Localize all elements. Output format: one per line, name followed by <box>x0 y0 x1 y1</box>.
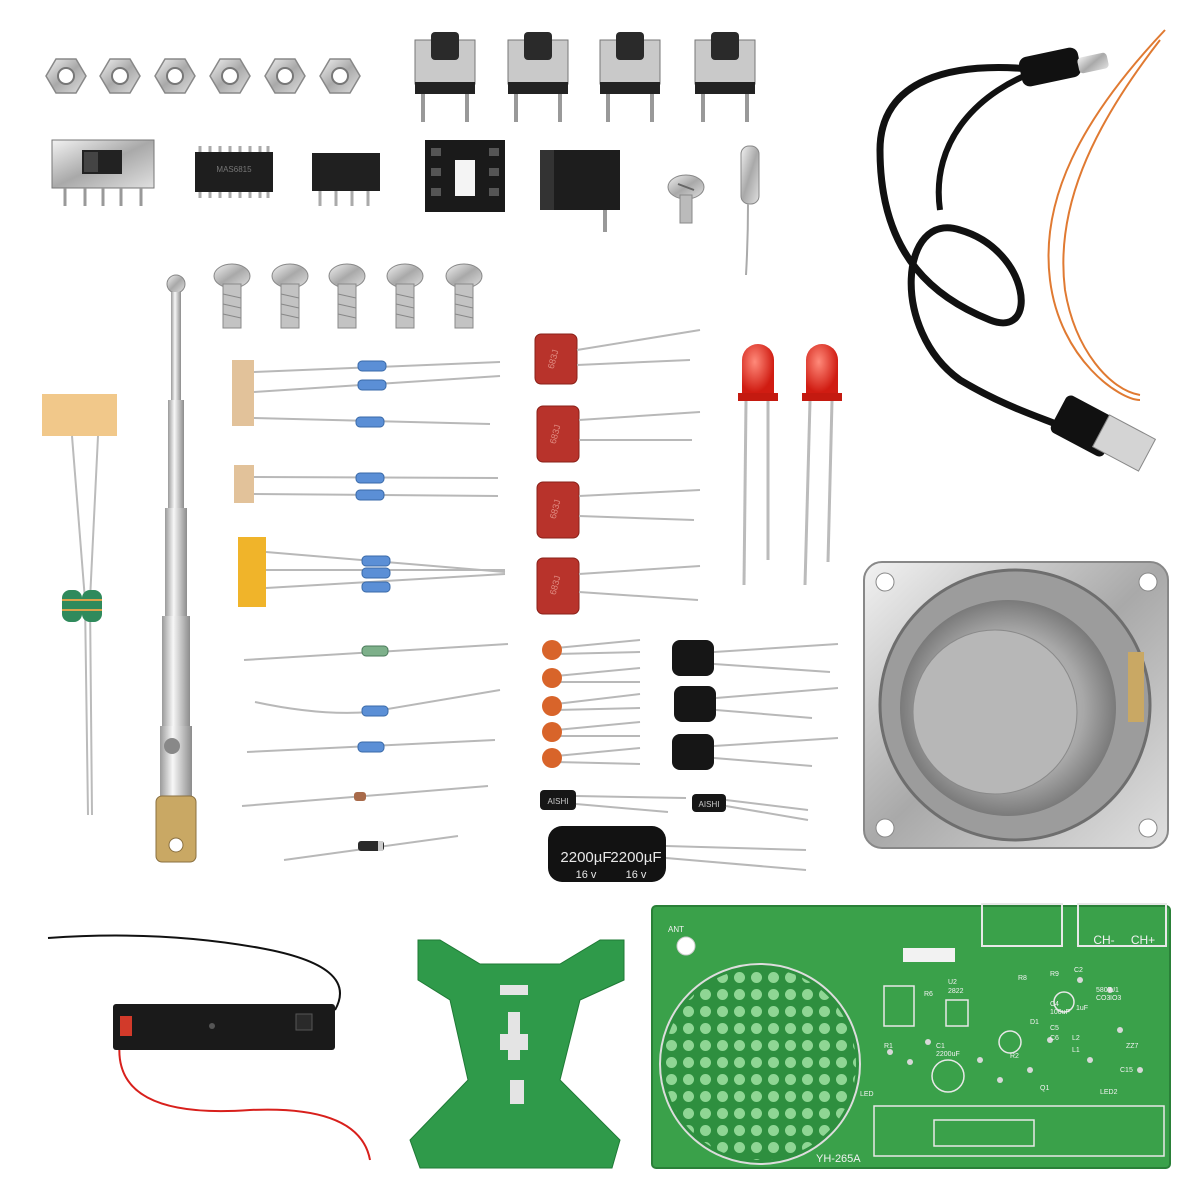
pcb-model-label: YH-265A <box>816 1153 861 1165</box>
red-leds <box>738 344 842 586</box>
pcb-silk-c2: C2 <box>1074 967 1083 974</box>
pcb-channel-minus: CH- <box>1093 933 1114 947</box>
pcb-silk-d1: D1 <box>1030 1019 1039 1026</box>
film-cap-marking: 683J <box>548 498 563 519</box>
pcb-silk-u1: U1 <box>1110 987 1119 994</box>
pcb-silk-5807: 5807 <box>1096 987 1112 994</box>
speaker <box>863 561 1169 849</box>
telescopic-antenna <box>155 274 197 863</box>
pcb-silk-2200uf: 2200uF <box>936 1051 960 1058</box>
main-pcb: CH- CH+ ANT U2 2822 LED R1 R2 R6 R8 R9 C… <box>651 903 1171 1169</box>
machine-screws <box>213 263 483 329</box>
capacitance-label: 2200µF <box>610 849 661 866</box>
usb-power-cable <box>876 47 1157 472</box>
tactile-buttons <box>414 32 756 122</box>
small-screw <box>667 174 705 224</box>
ic-marking: MAS6815 <box>216 165 252 174</box>
battery-holder <box>47 934 371 1161</box>
tape-wrapped-inductor <box>42 394 117 816</box>
electrolytic-marking: AISHI <box>548 797 569 806</box>
loose-resistors <box>243 643 509 753</box>
electrolytic-marking: AISHI <box>699 800 720 809</box>
pcb-silk-u2: U2 <box>948 979 957 986</box>
film-cap-marking: 683J <box>546 348 561 369</box>
pcb-silk-l2: L2 <box>1072 1035 1080 1042</box>
film-capacitors: 683J 683J 683J 683J <box>534 329 701 615</box>
pcb-silk-c5: C5 <box>1050 1025 1059 1032</box>
pcb-silk-100uf: 100uF <box>1050 1009 1070 1016</box>
ceramic-capacitors <box>542 639 641 768</box>
pcb-antenna-label: ANT <box>668 925 684 934</box>
slide-switch <box>51 139 155 206</box>
pcb-silk-io3: IO3 <box>1110 995 1121 1002</box>
pcb-silk-r6: R6 <box>924 991 933 998</box>
pcb-silk-1uf: 1uF <box>1076 1005 1088 1012</box>
pcb-silk-c1: C1 <box>936 1043 945 1050</box>
taped-resistors <box>232 360 506 607</box>
pcb-silk-r8: R8 <box>1018 975 1027 982</box>
pcb-silk-c4: C4 <box>1050 1001 1059 1008</box>
choke-inductors <box>672 640 839 770</box>
film-cap-marking: 683J <box>548 423 563 444</box>
voltage-label: 16 v <box>576 869 597 881</box>
pcb-silk-co3: CO3 <box>1096 995 1111 1002</box>
film-cap-marking: 683J <box>548 574 563 595</box>
dial-bracket-pcb <box>409 939 625 1169</box>
pcb-silk-c15: C15 <box>1120 1067 1133 1074</box>
ic-chip-soic: MAS6815 <box>195 146 273 198</box>
pcb-silk-c6: C6 <box>1050 1035 1059 1042</box>
small-electrolytic-capacitors: AISHI AISHI <box>540 790 809 821</box>
large-electrolytic-capacitor: 2200µF 2200µF 16 v 16 v <box>548 826 807 882</box>
capacitance-label: 2200µF <box>560 849 611 866</box>
pcb-silk-zz7: ZZ7 <box>1126 1043 1139 1050</box>
pcb-silk-r2: R2 <box>1010 1053 1019 1060</box>
dc-power-jack <box>540 150 620 232</box>
ic-socket <box>425 140 505 212</box>
ic-chip-dip <box>312 153 380 206</box>
hex-nuts <box>45 58 361 94</box>
diodes <box>241 785 489 861</box>
pcb-silk-q1: Q1 <box>1040 1085 1049 1092</box>
pcb-silk-r1: R1 <box>884 1043 893 1050</box>
pcb-silk-r9: R9 <box>1050 971 1059 978</box>
pcb-silk-led2: LED2 <box>1100 1089 1118 1096</box>
pcb-silk-led: LED <box>860 1091 874 1098</box>
pcb-channel-plus: CH+ <box>1131 933 1155 947</box>
crystal-oscillator <box>740 145 760 276</box>
pcb-silk-l1: L1 <box>1072 1047 1080 1054</box>
pcb-silk-2822: 2822 <box>948 988 964 995</box>
voltage-label: 16 v <box>626 869 647 881</box>
copper-wire <box>1047 29 1166 401</box>
